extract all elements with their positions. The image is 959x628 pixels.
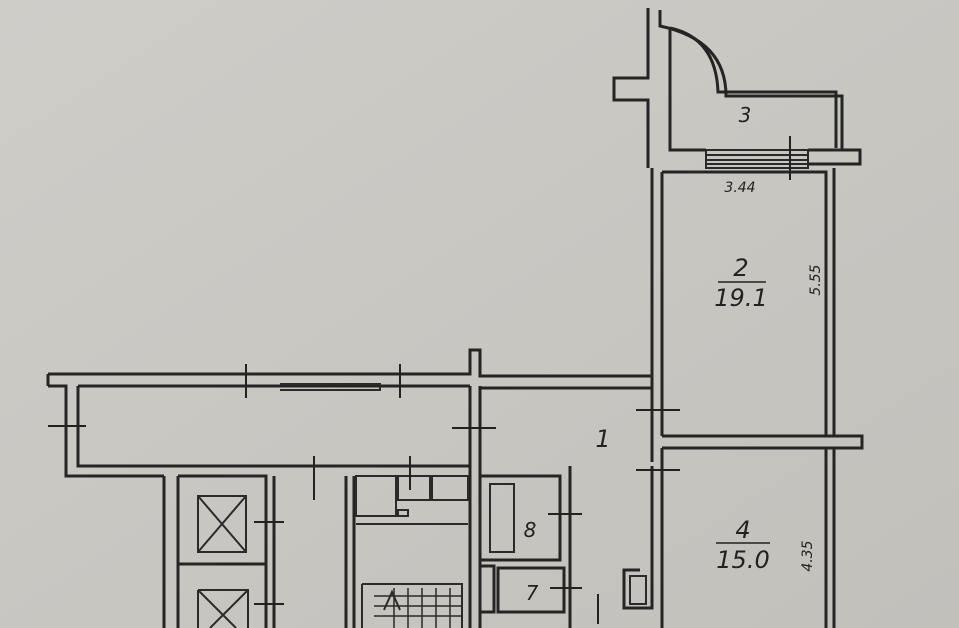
room-4-area: 15.0 [716, 546, 769, 574]
room-2-width-dimension: 3.44 [724, 180, 755, 196]
room-2-area: 19.1 [714, 284, 767, 312]
room-2-number: 2 [733, 254, 748, 282]
room-7-number: 7 [526, 581, 539, 605]
room-3-number: 3 [739, 103, 752, 127]
room-2-length-dimension: 5.55 [808, 264, 824, 295]
room-1-number: 1 [595, 425, 610, 453]
room-7 [480, 564, 566, 614]
room-4-length-dimension: 4.35 [800, 540, 816, 571]
balcony-walls [612, 8, 862, 169]
room-8 [480, 474, 562, 562]
room-4-walls [660, 448, 836, 628]
room-8-number: 8 [524, 518, 537, 542]
room-1-walls [568, 466, 654, 628]
room-4-number: 4 [735, 516, 750, 544]
door-ticks [48, 136, 791, 624]
elevator-core [162, 474, 469, 628]
